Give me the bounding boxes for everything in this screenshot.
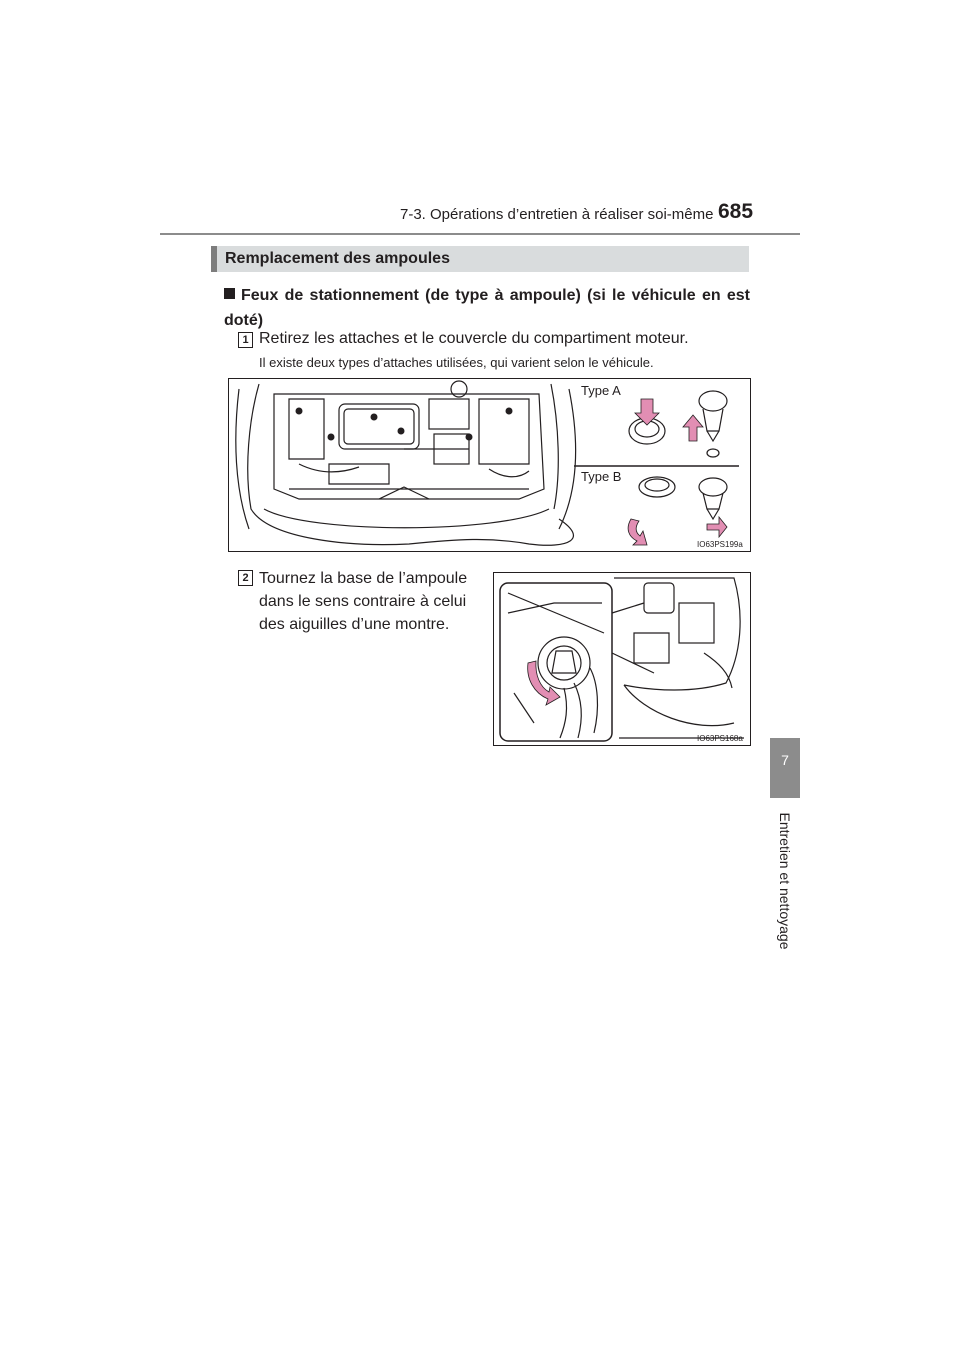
chapter-label: Entretien et nettoyage (777, 812, 793, 950)
figure-engine-compartment: Type A Type B IO63PS199a (228, 378, 751, 552)
section-heading-bar: Remplacement des ampoules (211, 246, 749, 272)
section-heading-accent (211, 246, 217, 272)
step-1-note: Il existe deux types d’attaches utilisée… (259, 355, 654, 370)
subheading: Feux de stationnement (de type à ampoule… (224, 283, 750, 333)
chapter-label-container: Entretien et nettoyage (772, 795, 798, 967)
type-a-label: Type A (581, 383, 621, 398)
chapter-number: 7 (781, 752, 789, 768)
square-bullet-icon (224, 288, 235, 299)
section-heading: Remplacement des ampoules (225, 250, 450, 267)
running-header-section: 7-3. Opérations d’entretien à réaliser s… (400, 206, 714, 223)
figure-bulb-base: IO63PS168a (493, 572, 751, 746)
step-number-1: 1 (238, 332, 253, 348)
engine-compartment-illustration (235, 380, 739, 546)
chapter-tab (770, 738, 800, 798)
figure-2-code: IO63PS168a (697, 734, 743, 743)
bulb-base-illustration (499, 577, 744, 742)
type-b-label: Type B (581, 469, 622, 484)
page-number: 685 (718, 200, 754, 223)
header-rule (160, 233, 800, 235)
step-number-2: 2 (238, 570, 253, 586)
subheading-text: Feux de stationnement (de type à ampoule… (224, 287, 750, 329)
step-1-text: Retirez les attaches et le couvercle du … (259, 330, 689, 347)
figure-1-code: IO63PS199a (697, 540, 743, 549)
step-2-text: Tournez la base de l’ampoule dans le sen… (259, 570, 468, 633)
